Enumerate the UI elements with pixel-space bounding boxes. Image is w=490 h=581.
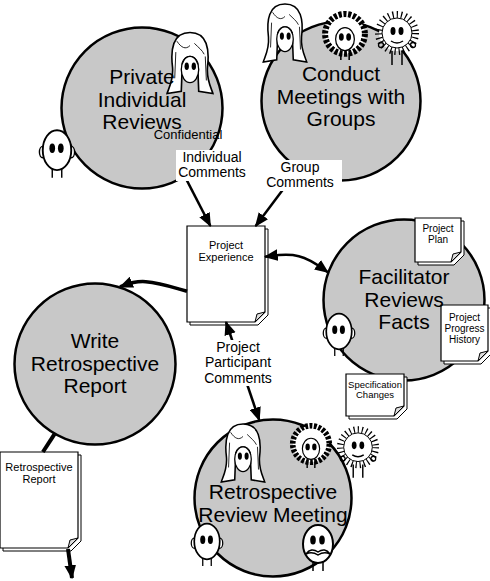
node-title: Project Plan bbox=[417, 224, 459, 246]
connector-arrow bbox=[265, 255, 328, 273]
node-title: Specification Changes bbox=[348, 380, 402, 401]
connector-arrow bbox=[185, 177, 210, 226]
edge-label: Project Participant Comments bbox=[190, 340, 286, 386]
page-sheet bbox=[441, 305, 488, 361]
connector-arrow bbox=[120, 282, 187, 292]
edge-label: Individual Comments bbox=[176, 150, 248, 181]
page-fold bbox=[478, 351, 488, 361]
node-title: Retrospective Report bbox=[2, 462, 76, 486]
document-box: Retrospective Report bbox=[0, 452, 78, 548]
node-title: Retrospective Review Meeting bbox=[198, 481, 348, 526]
document-box: Specification Changes bbox=[346, 374, 404, 416]
page-sheet bbox=[415, 218, 461, 262]
node-title: Conduct Meetings with Groups bbox=[271, 63, 411, 131]
circle-fill bbox=[15, 284, 176, 445]
document-box: Project Progress History bbox=[441, 305, 488, 361]
page-sheet bbox=[346, 374, 404, 416]
page-sheet bbox=[187, 226, 265, 322]
page-sheet bbox=[0, 452, 78, 548]
node-note: Confidential bbox=[145, 128, 231, 142]
output-arrow bbox=[68, 549, 72, 578]
connector-arrow bbox=[43, 434, 55, 452]
document-box: Project Experience bbox=[187, 226, 265, 322]
page-fold bbox=[255, 312, 265, 322]
document-box: Project Plan bbox=[415, 218, 461, 262]
node-title: Private Individual Reviews bbox=[83, 66, 201, 134]
node-title: Project Experience bbox=[189, 240, 263, 264]
page-fold bbox=[451, 252, 461, 262]
node-title: Project Progress History bbox=[443, 313, 486, 345]
node-title: Write Retrospective Report bbox=[20, 330, 170, 398]
edge-label: Group Comments bbox=[258, 160, 342, 191]
circle-fill bbox=[262, 22, 421, 181]
page-fold bbox=[394, 406, 404, 416]
process-circle: Write Retrospective Report bbox=[13, 282, 177, 446]
circle-fill bbox=[195, 420, 352, 577]
page-fold bbox=[68, 538, 78, 548]
